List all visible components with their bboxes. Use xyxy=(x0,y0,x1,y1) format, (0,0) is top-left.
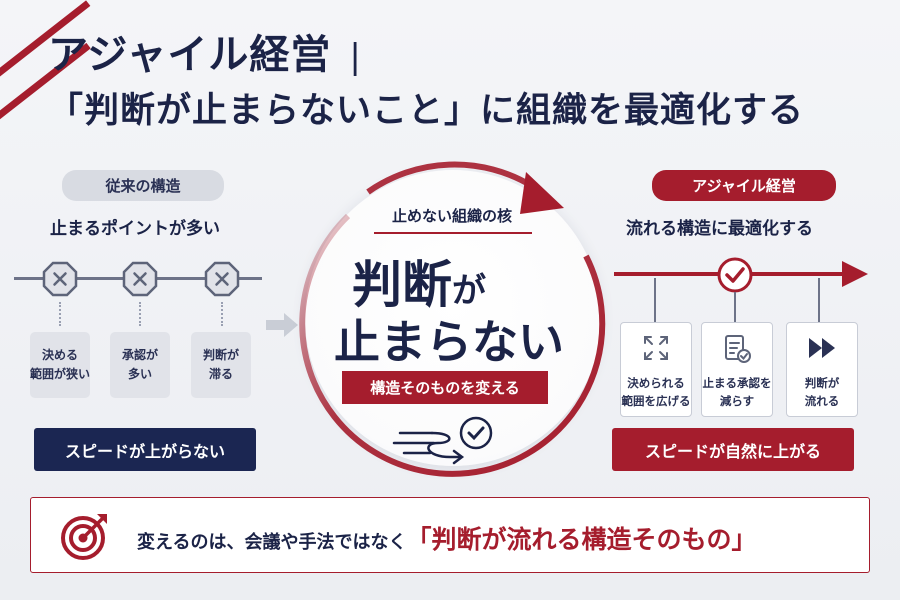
stop-icon xyxy=(42,261,78,297)
problem-box: 判断が滞る xyxy=(191,332,251,398)
connector xyxy=(139,302,141,326)
solution-box: 止まる承認を減らす xyxy=(701,322,773,417)
connector xyxy=(654,278,656,322)
core-circle xyxy=(305,170,601,466)
divider xyxy=(374,232,532,234)
connector xyxy=(818,278,820,322)
left-badge: 従来の構造 xyxy=(62,170,224,201)
check-circle-icon xyxy=(717,257,753,293)
page-subtitle: 「判断が止まらないこと」に組織を最適化する xyxy=(48,91,805,131)
page-title: アジャイル経営| xyxy=(48,32,362,78)
problem-box: 決める範囲が狭い xyxy=(30,332,90,398)
message-banner: 変えるのは、会議や手法ではなく「判断が流れる構造そのもの」 xyxy=(30,497,870,573)
arrow-head-icon xyxy=(842,261,868,287)
document-check-icon xyxy=(725,335,751,363)
stop-icon xyxy=(204,261,240,297)
core-action: 構造そのものを変える xyxy=(342,371,548,404)
core-caption: 止めない組織の核 xyxy=(391,207,512,225)
banner-message: 変えるのは、会議や手法ではなく「判断が流れる構造そのもの」 xyxy=(137,525,757,554)
right-badge: アジャイル経営 xyxy=(652,170,836,201)
connector xyxy=(59,302,61,326)
right-heading: 流れる構造に最適化する xyxy=(626,219,813,239)
solution-box: 決められる範囲を広げる xyxy=(620,322,692,417)
target-icon xyxy=(61,514,107,560)
expand-icon xyxy=(644,336,668,360)
right-result: スピードが自然に上がる xyxy=(612,428,854,471)
flow-check-icon xyxy=(392,416,493,465)
connector xyxy=(734,292,736,322)
cycle-arrow-icon xyxy=(299,161,606,477)
fast-forward-icon xyxy=(809,338,835,358)
left-result: スピードが上がらない xyxy=(34,428,256,471)
stop-icon xyxy=(122,261,158,297)
core-headline: 止まらない xyxy=(334,315,564,369)
left-heading: 止まるポイントが多い xyxy=(50,219,220,239)
problem-box: 承認が多い xyxy=(110,332,170,398)
connector xyxy=(221,302,223,326)
arrow-right-icon xyxy=(266,313,298,337)
core-headline: 判断が xyxy=(352,256,486,314)
solution-box: 判断が流れる xyxy=(786,322,858,417)
